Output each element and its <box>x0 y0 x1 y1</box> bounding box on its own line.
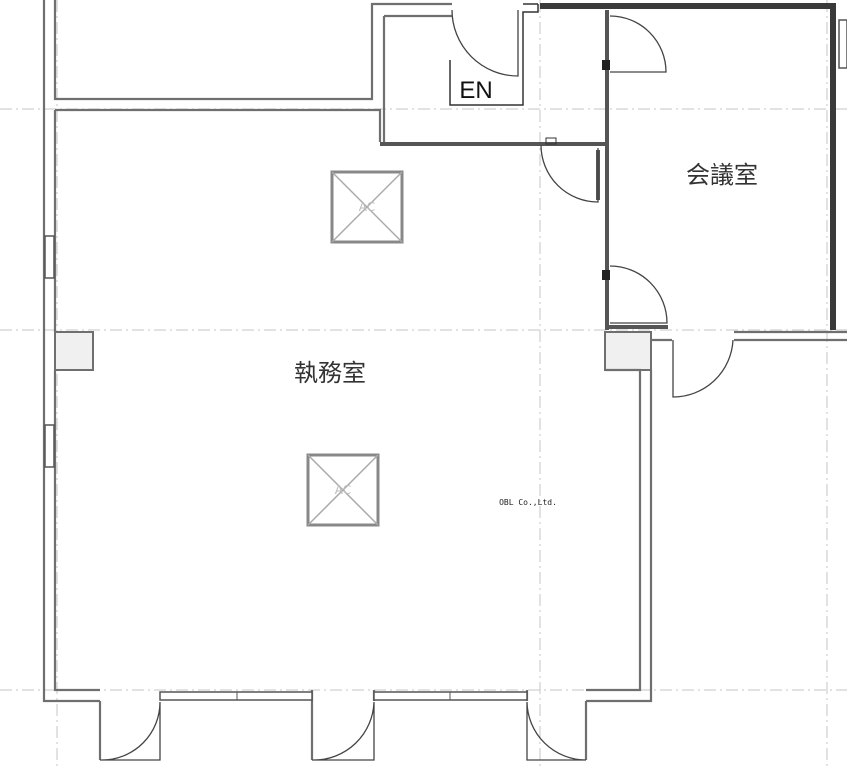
door-swing-icon <box>609 265 668 324</box>
wall-pillars <box>54 331 652 371</box>
door-swing-icon <box>526 701 587 761</box>
ac-unit-2: AC <box>306 453 380 527</box>
door-swing-icon <box>540 144 599 203</box>
company-watermark: OBL Co.,Ltd. <box>499 498 557 507</box>
door-swing-icon <box>672 339 734 398</box>
door-swings <box>100 9 734 761</box>
ac-unit-label: AC <box>359 200 375 214</box>
door-swing-icon <box>100 701 161 761</box>
windows-bottom <box>44 19 847 701</box>
ac-unit-label: AC <box>335 483 351 497</box>
door-swing-icon <box>451 9 519 77</box>
exterior-walls <box>42 0 847 760</box>
door-swing-icon <box>609 15 667 73</box>
partitions <box>380 3 836 330</box>
room-label-meeting: 会議室 <box>686 161 758 189</box>
room-label-office: 執務室 <box>294 359 366 387</box>
ac-unit-1: AC <box>330 170 404 244</box>
door-swing-icon <box>312 701 375 761</box>
room-label-entrance: EN <box>459 77 492 104</box>
